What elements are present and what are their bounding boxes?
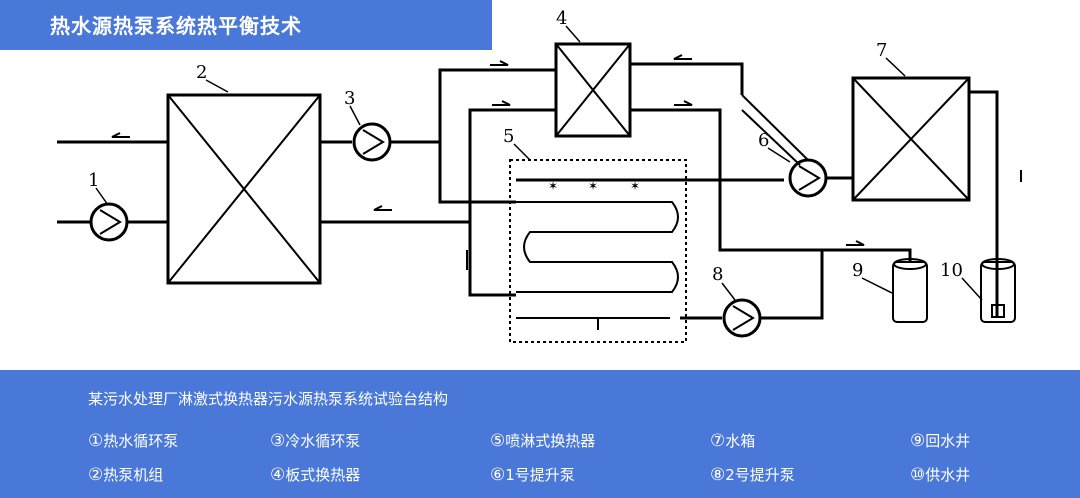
legend-item: ②热泵机组 xyxy=(88,465,164,485)
legend-item: ⑥1号提升泵 xyxy=(490,465,575,485)
legend-item: ③冷水循环泵 xyxy=(270,431,361,451)
system-diagram: ✶ ✶ ✶ 1 2 3 4 5 6 7 8 9 10 xyxy=(57,8,1022,343)
label-7: 7 xyxy=(876,40,887,61)
legend-item: ④板式换热器 xyxy=(270,465,361,485)
label-4: 4 xyxy=(556,8,567,29)
spray-heat-exchanger xyxy=(509,159,687,343)
water-tank xyxy=(851,76,971,202)
svg-text:✶: ✶ xyxy=(630,179,640,193)
title-banner xyxy=(0,0,492,50)
legend-item: ⑨回水井 xyxy=(910,431,971,451)
svg-text:✶: ✶ xyxy=(548,179,558,193)
page-title: 热水源热泵系统热平衡技术 xyxy=(50,14,302,38)
legend-panel xyxy=(0,370,1080,498)
supply-well xyxy=(980,261,1016,323)
label-9: 9 xyxy=(852,260,863,281)
legend-item: ①热水循环泵 xyxy=(88,431,179,451)
label-6: 6 xyxy=(758,130,769,151)
figure-caption: 某污水处理厂淋激式换热器污水源热泵系统试验台结构 xyxy=(88,390,449,408)
label-8: 8 xyxy=(712,264,723,285)
heat-pump-unit xyxy=(166,93,322,285)
label-5: 5 xyxy=(503,126,514,147)
svg-text:✶: ✶ xyxy=(588,179,598,193)
legend-item: ⑤喷淋式换热器 xyxy=(490,431,596,451)
legend-item: ⑩供水井 xyxy=(910,465,971,485)
legend-item: ⑧2号提升泵 xyxy=(710,465,795,485)
legend-item: ⑦水箱 xyxy=(710,431,756,451)
hot-water-pump xyxy=(89,202,129,242)
return-well xyxy=(892,261,928,323)
label-10: 10 xyxy=(940,260,963,281)
plate-heat-exchanger xyxy=(554,42,632,138)
label-1: 1 xyxy=(88,170,99,191)
label-2: 2 xyxy=(196,62,207,83)
label-3: 3 xyxy=(344,88,355,109)
